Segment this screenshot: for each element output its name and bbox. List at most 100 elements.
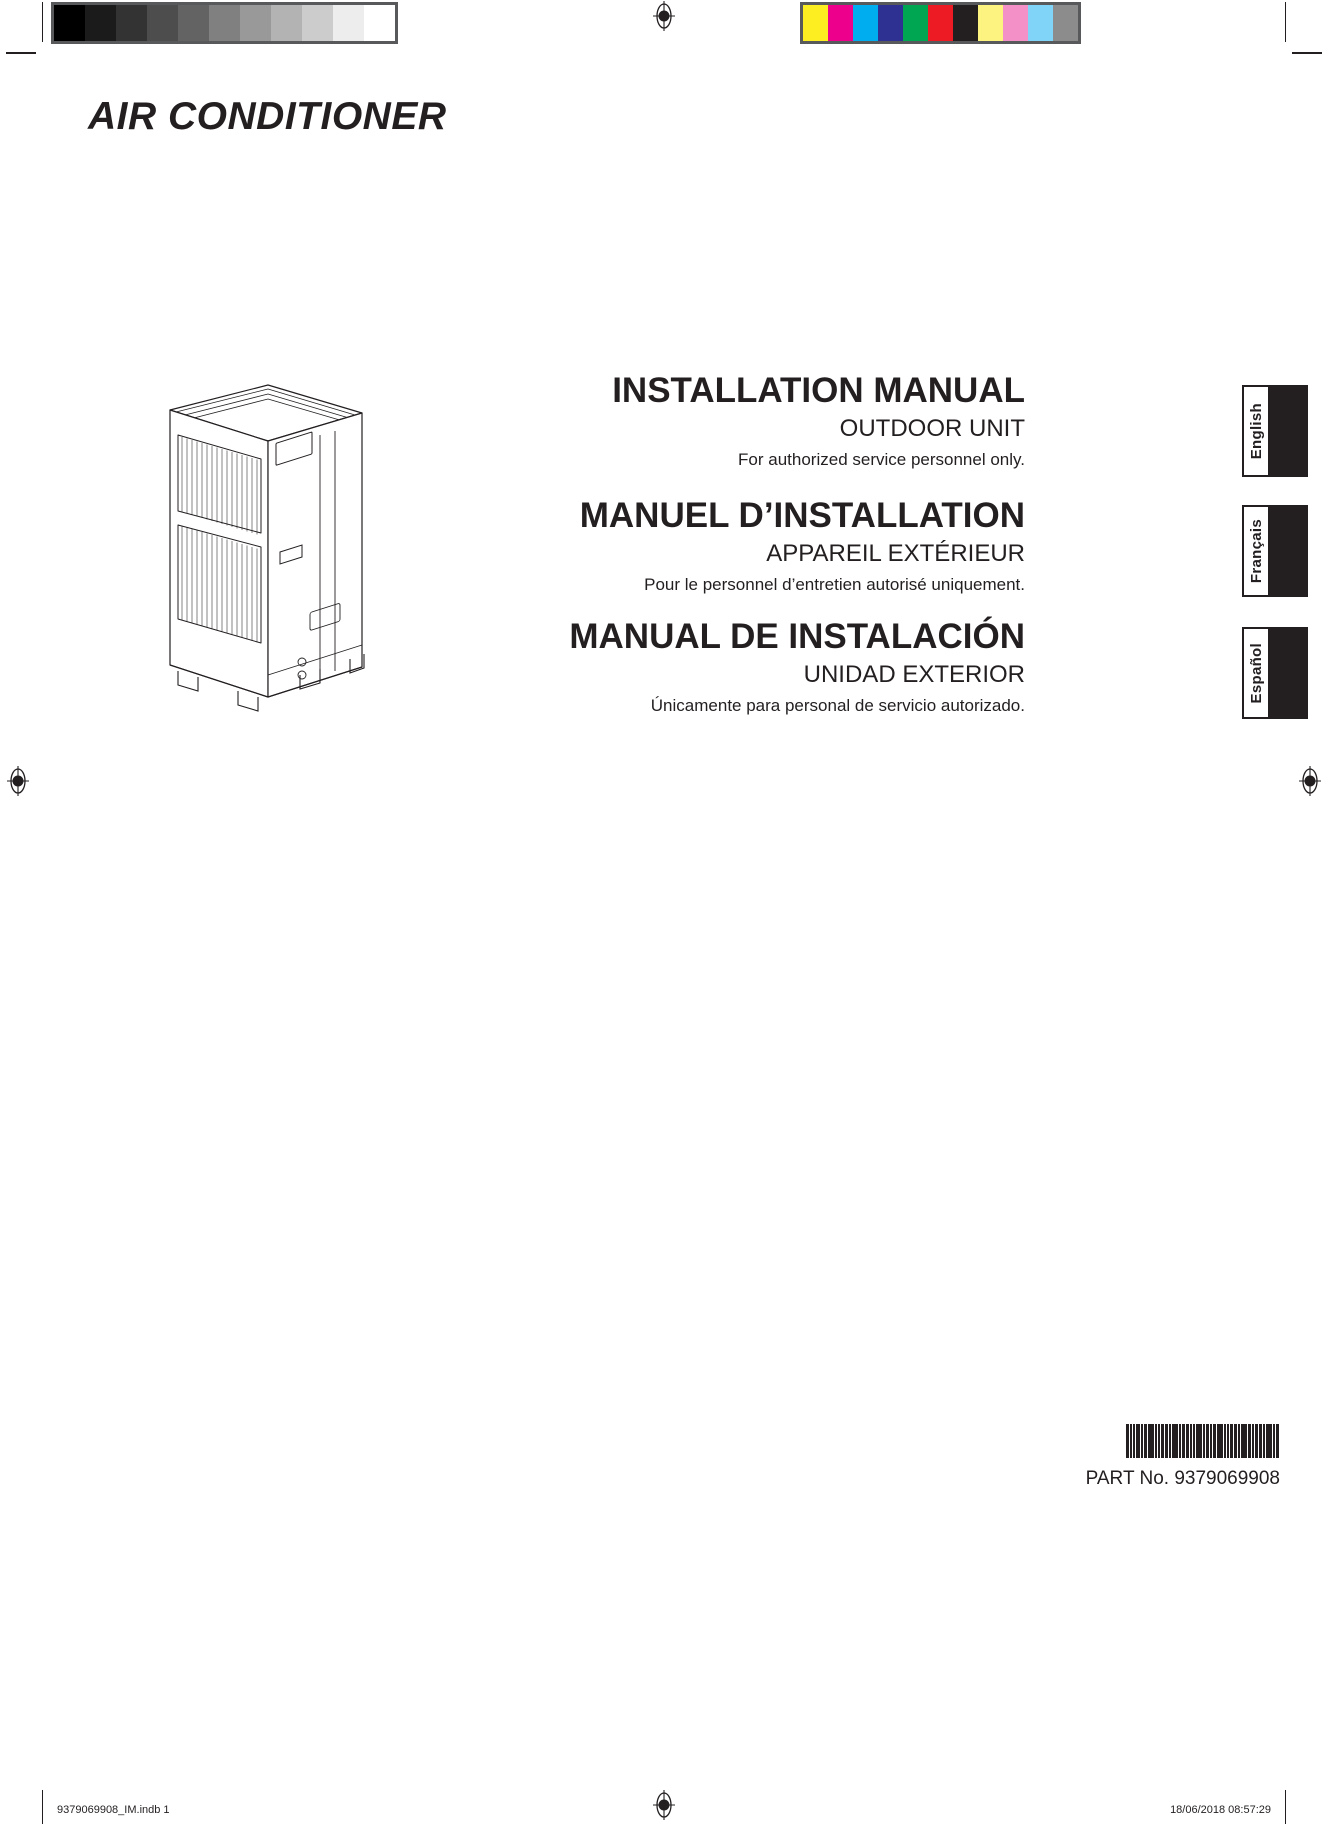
barcode-bar xyxy=(1276,1424,1279,1458)
barcode-bar xyxy=(1196,1424,1202,1458)
color-calibration-bar xyxy=(800,2,1081,44)
installation-manual-note-fr: Pour le personnel d’entretien autorisé u… xyxy=(644,574,1025,594)
installation-manual-title-en: INSTALLATION MANUAL xyxy=(612,371,1025,410)
barcode-bar xyxy=(1273,1424,1275,1458)
barcode-bar xyxy=(1165,1424,1168,1458)
barcode-bar xyxy=(1182,1424,1185,1458)
registration-mark-bottom xyxy=(649,1790,679,1820)
color-swatch-5 xyxy=(928,5,953,41)
footer-rule-left xyxy=(42,1790,43,1824)
barcode-bar xyxy=(1213,1424,1216,1458)
language-tab-spanish-text: Español xyxy=(1247,642,1265,704)
barcode-bar xyxy=(1144,1424,1147,1458)
grayscale-swatch-7 xyxy=(271,5,302,41)
color-swatch-6 xyxy=(953,5,978,41)
crop-tick-left xyxy=(42,2,43,42)
color-swatch-7 xyxy=(978,5,1003,41)
barcode-bar xyxy=(1217,1424,1223,1458)
barcode-bar xyxy=(1248,1424,1251,1458)
barcode-bar xyxy=(1190,1424,1192,1458)
barcode-bar xyxy=(1141,1424,1143,1458)
outdoor-unit-illustration xyxy=(150,375,400,715)
barcode-bar xyxy=(1158,1424,1160,1458)
barcode-bar xyxy=(1241,1424,1247,1458)
grayscale-swatch-3 xyxy=(147,5,178,41)
grayscale-swatch-6 xyxy=(240,5,271,41)
barcode-bar xyxy=(1263,1424,1265,1458)
grayscale-swatch-0 xyxy=(54,5,85,41)
color-swatch-4 xyxy=(903,5,928,41)
color-swatch-0 xyxy=(803,5,828,41)
language-block-english: INSTALLATION MANUAL OUTDOOR UNIT For aut… xyxy=(405,372,1025,471)
color-swatch-9 xyxy=(1028,5,1053,41)
installation-manual-subtitle-es: UNIDAD EXTERIOR xyxy=(803,660,1025,688)
footer-rule-right xyxy=(1285,1790,1286,1824)
grayscale-swatch-1 xyxy=(85,5,116,41)
grayscale-calibration-bar xyxy=(51,2,398,44)
barcode-bar xyxy=(1210,1424,1212,1458)
color-swatch-2 xyxy=(853,5,878,41)
grayscale-swatch-10 xyxy=(364,5,395,41)
calibration-strip xyxy=(0,0,1328,46)
installation-manual-subtitle-fr: APPAREIL EXTÉRIEUR xyxy=(766,539,1025,567)
language-tab-spanish[interactable]: Español xyxy=(1242,627,1308,719)
barcode-bar xyxy=(1133,1424,1135,1458)
part-number-text: PART No. 9379069908 xyxy=(1085,1468,1280,1489)
barcode-bar xyxy=(1252,1424,1254,1458)
crop-mark-top-right xyxy=(1292,52,1322,54)
grayscale-swatch-4 xyxy=(178,5,209,41)
language-tab-english-text: English xyxy=(1247,402,1265,460)
language-tab-spanish-label-box: Español xyxy=(1244,629,1268,717)
barcode-bar xyxy=(1266,1424,1272,1458)
registration-mark-top xyxy=(649,1,679,31)
color-swatch-1 xyxy=(828,5,853,41)
barcode-bar xyxy=(1203,1424,1205,1458)
installation-manual-note-en: For authorized service personnel only. xyxy=(738,449,1025,469)
registration-mark-left xyxy=(3,766,33,796)
color-swatch-3 xyxy=(878,5,903,41)
color-swatch-8 xyxy=(1003,5,1028,41)
barcode-bar xyxy=(1234,1424,1237,1458)
registration-mark-right xyxy=(1295,766,1325,796)
barcode-bar xyxy=(1126,1424,1129,1458)
installation-manual-title-es: MANUAL DE INSTALACIÓN xyxy=(569,617,1025,656)
barcode-bar xyxy=(1238,1424,1240,1458)
installation-manual-title-fr: MANUEL D’INSTALLATION xyxy=(579,496,1025,535)
installation-manual-note-es: Únicamente para personal de servicio aut… xyxy=(650,695,1025,715)
crop-tick-right xyxy=(1285,2,1286,42)
language-tab-english[interactable]: English xyxy=(1242,385,1308,477)
barcode-bar xyxy=(1161,1424,1164,1458)
barcode-bar xyxy=(1193,1424,1195,1458)
grayscale-swatch-2 xyxy=(116,5,147,41)
barcode-bar xyxy=(1179,1424,1181,1458)
language-tab-french-text: Français xyxy=(1247,518,1265,584)
installation-manual-subtitle-en: OUTDOOR UNIT xyxy=(839,414,1025,442)
color-swatch-10 xyxy=(1053,5,1078,41)
crop-mark-top-left xyxy=(6,52,36,54)
barcode-bar xyxy=(1130,1424,1132,1458)
barcode-bar xyxy=(1169,1424,1171,1458)
barcode-bar xyxy=(1230,1424,1233,1458)
language-tab-french[interactable]: Français xyxy=(1242,505,1308,597)
barcode-bar xyxy=(1136,1424,1140,1458)
barcode-bar xyxy=(1155,1424,1157,1458)
page-title: AIR CONDITIONER xyxy=(88,95,447,138)
grayscale-swatch-9 xyxy=(333,5,364,41)
footer-timestamp: 18/06/2018 08:57:29 xyxy=(1170,1804,1271,1816)
language-tab-french-label-box: Français xyxy=(1244,507,1268,595)
barcode-bar xyxy=(1255,1424,1258,1458)
barcode-bar xyxy=(1227,1424,1229,1458)
barcode-bar xyxy=(1148,1424,1154,1458)
barcode-bar xyxy=(1224,1424,1226,1458)
barcode-bar xyxy=(1259,1424,1262,1458)
part-number-barcode xyxy=(1086,1424,1280,1458)
language-block-french: MANUEL D’INSTALLATION APPAREIL EXTÉRIEUR… xyxy=(405,497,1025,596)
grayscale-swatch-8 xyxy=(302,5,333,41)
footer-filename: 9379069908_IM.indb 1 xyxy=(57,1804,170,1816)
barcode-bar xyxy=(1186,1424,1189,1458)
language-tab-english-label-box: English xyxy=(1244,387,1268,475)
barcode-bar xyxy=(1206,1424,1209,1458)
language-block-spanish: MANUAL DE INSTALACIÓN UNIDAD EXTERIOR Ún… xyxy=(405,618,1025,717)
grayscale-swatch-5 xyxy=(209,5,240,41)
barcode-bar xyxy=(1172,1424,1178,1458)
